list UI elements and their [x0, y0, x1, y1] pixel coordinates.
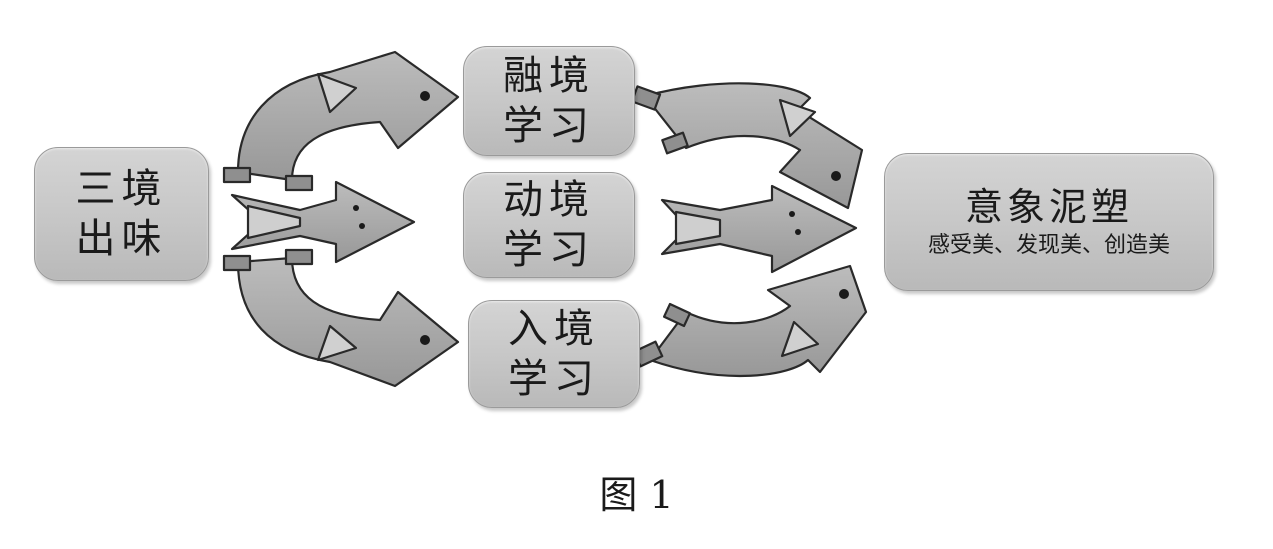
curved-arrow-icon-start-to-fusion [222, 50, 460, 192]
start-box-label: 三境 出味 [76, 164, 168, 264]
motion-box-line2: 学习 [503, 227, 595, 273]
start-box: 三境 出味 [34, 147, 209, 281]
curved-arrow-icon-start-to-entry [222, 248, 460, 388]
entry-box-label: 入境 学习 [508, 304, 600, 404]
straight-arrow-icon-start-to-motion [230, 180, 416, 264]
fusion-box-line1: 融境 [503, 53, 595, 99]
entry-box-line1: 入境 [508, 306, 600, 352]
start-box-line2: 出味 [75, 216, 168, 262]
motion-box-line1: 动境 [503, 177, 595, 223]
final-box-title: 意象泥塑 [964, 185, 1133, 229]
motion-learning-box: 动境 学习 [463, 172, 635, 278]
final-box-subtitle: 感受美、发现美、创造美 [927, 233, 1170, 258]
final-box: 意象泥塑 感受美、发现美、创造美 [884, 153, 1214, 291]
curved-arrow-icon-entry-to-final [632, 264, 868, 378]
fusion-learning-box: 融境 学习 [463, 46, 635, 156]
fusion-box-line2: 学习 [503, 103, 595, 149]
curved-arrow-icon-fusion-to-final [630, 82, 864, 210]
motion-box-label: 动境 学习 [503, 175, 595, 275]
straight-arrow-icon-motion-to-final [660, 184, 858, 274]
fusion-box-label: 融境 学习 [503, 51, 595, 151]
entry-box-line2: 学习 [508, 356, 600, 402]
figure-caption: 图 1 [599, 473, 674, 517]
start-box-line1: 三境 [75, 166, 168, 212]
entry-learning-box: 入境 学习 [468, 300, 640, 408]
